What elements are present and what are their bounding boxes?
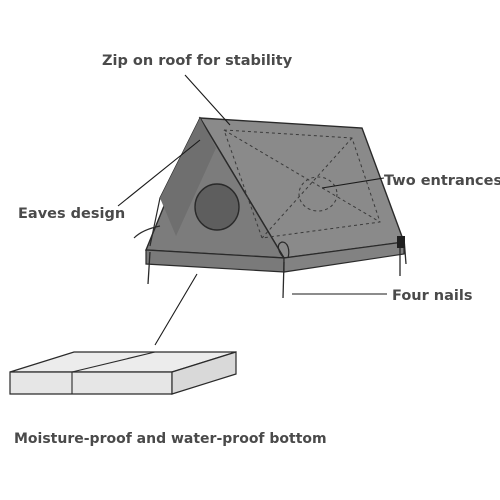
label-entrances: Two entrances bbox=[384, 173, 500, 189]
mat-fold-top bbox=[71, 351, 156, 373]
label-roof-zip: Zip on roof for stability bbox=[102, 53, 293, 69]
mat-side bbox=[171, 351, 237, 395]
label-bottom: Moisture-proof and water-proof bottom bbox=[14, 431, 327, 447]
rear-entrance bbox=[298, 176, 338, 212]
right-guy-loop bbox=[277, 241, 290, 259]
nail-cap-right bbox=[397, 236, 405, 248]
tent-eaves-shade bbox=[160, 118, 216, 236]
mat-front bbox=[9, 371, 173, 395]
leader-roof-zip bbox=[184, 74, 231, 126]
nail-2 bbox=[282, 261, 285, 299]
bottom-mat bbox=[9, 351, 237, 395]
roof-zip-lines bbox=[223, 129, 381, 239]
tent bbox=[133, 116, 407, 299]
leader-entrances bbox=[321, 177, 385, 189]
leader-bottom bbox=[154, 273, 198, 346]
front-entrance bbox=[194, 183, 240, 231]
leader-eaves bbox=[117, 139, 201, 207]
label-nails: Four nails bbox=[392, 288, 472, 304]
label-eaves: Eaves design bbox=[18, 206, 125, 222]
nail-1 bbox=[147, 251, 151, 285]
left-guy-loop bbox=[133, 225, 161, 239]
leader-lines bbox=[117, 74, 387, 346]
